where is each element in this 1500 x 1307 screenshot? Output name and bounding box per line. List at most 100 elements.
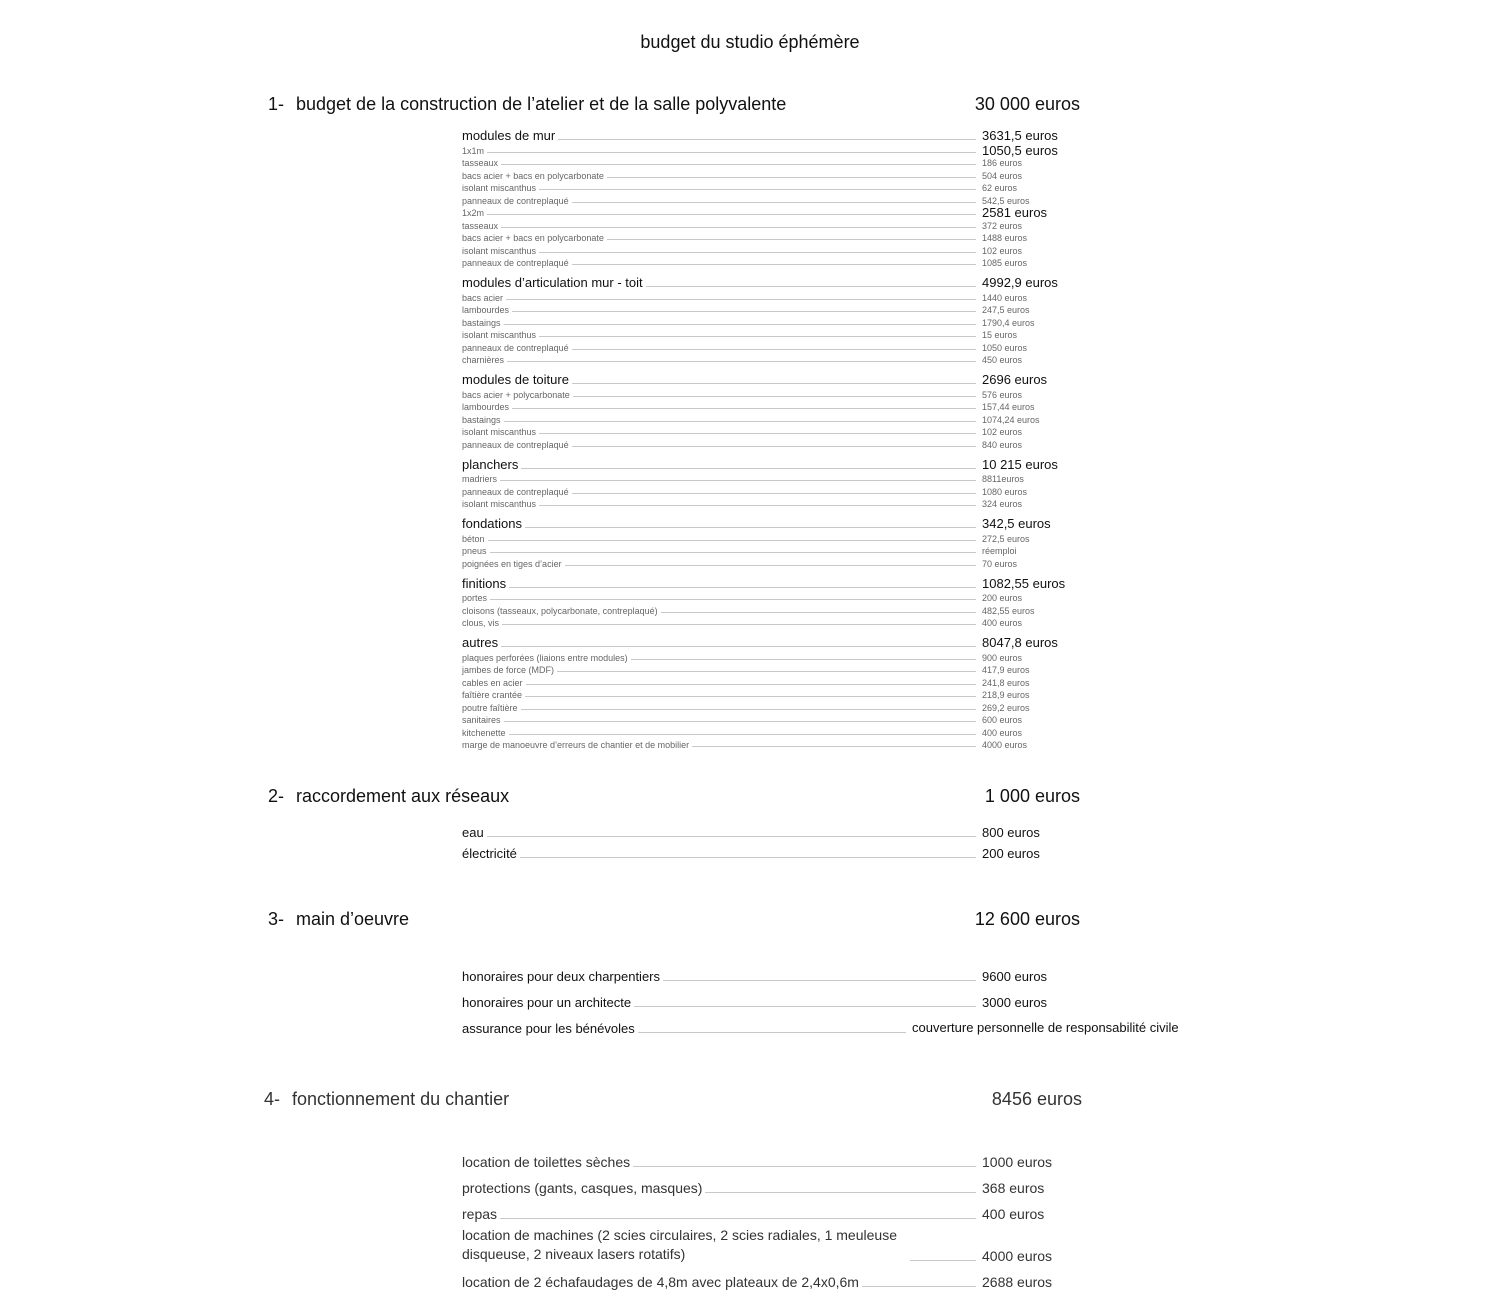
- item-label: eau: [462, 825, 484, 840]
- item-value: 1440 euros: [982, 292, 1028, 303]
- leader-line: [630, 658, 976, 660]
- budget-item-row: bacs acier 1440 euros: [462, 290, 1082, 303]
- leader-line: [571, 445, 976, 447]
- item-label: modules d’articulation mur - toit: [462, 275, 643, 290]
- item-label: lambourdes: [462, 402, 510, 412]
- item-value: 4000 euros: [982, 1248, 1053, 1264]
- leader-line: [539, 433, 976, 434]
- budget-item-row: marge de manoeuvre d’erreurs de chantier…: [462, 738, 1082, 750]
- leader-line: [539, 336, 976, 337]
- leader-line: [861, 1286, 976, 1287]
- item-label: panneaux de contreplaqué: [462, 258, 569, 268]
- item-value: 576 euros: [982, 389, 1023, 400]
- leader-line: [645, 286, 976, 287]
- leader-line: [571, 264, 976, 265]
- item-value: 900 euros: [982, 652, 1023, 663]
- item-label: cloisons (tasseaux, polycarbonate, contr…: [462, 605, 658, 616]
- section-amount: 12 600 euros: [974, 909, 1080, 929]
- item-value: 1050 euros: [982, 342, 1028, 353]
- item-label: finitions: [462, 575, 507, 591]
- item-value: 102 euros: [982, 245, 1023, 256]
- leader-line: [637, 1032, 906, 1033]
- leader-line: [571, 348, 976, 350]
- item-value: 218,9 euros: [982, 690, 1030, 700]
- item-label: panneaux de contreplaqué: [462, 195, 569, 206]
- leader-line: [571, 383, 976, 384]
- item-value: 368 euros: [982, 1180, 1045, 1196]
- budget-item-row: panneaux de contreplaqué 542,5 euros: [462, 193, 1082, 206]
- item-value: 840 euros: [982, 439, 1023, 450]
- leader-line: [508, 733, 976, 735]
- leader-line: [512, 311, 976, 312]
- section-number: 2-: [268, 786, 285, 806]
- item-label: fondations: [462, 516, 522, 531]
- item-label: isolant miscanthus: [462, 245, 537, 256]
- leader-line: [525, 696, 976, 697]
- item-value: 9600 euros: [982, 969, 1048, 984]
- item-value: 1790,4 euros: [982, 317, 1035, 328]
- leader-line: [487, 151, 976, 153]
- item-label: bacs acier: [462, 292, 504, 303]
- budget-item-row: isolant miscanthus 102 euros: [462, 243, 1082, 256]
- item-value: 157,44 euros: [982, 402, 1035, 412]
- document-title: budget du studio éphémère: [640, 32, 860, 52]
- leader-line: [512, 408, 976, 409]
- item-value: 1074,24 euros: [982, 414, 1040, 425]
- item-value: 70 euros: [982, 558, 1018, 569]
- item-value: 504 euros: [982, 170, 1023, 181]
- budget-group-row: modules d’articulation mur - toit 4992,9 …: [462, 275, 1082, 290]
- item-label: repas: [462, 1206, 498, 1222]
- item-value: 4992,9 euros: [982, 275, 1058, 290]
- leader-line: [606, 239, 976, 240]
- leader-line: [525, 527, 976, 528]
- leader-line: [490, 599, 976, 600]
- item-label: tasseaux: [462, 158, 499, 168]
- item-value: 272,5 euros: [982, 533, 1030, 544]
- leader-line: [606, 176, 976, 178]
- item-value: 200 euros: [982, 846, 1040, 861]
- leader-line: [539, 505, 976, 506]
- leader-line: [501, 646, 976, 647]
- leader-line: [634, 1006, 976, 1007]
- item-value: 600 euros: [982, 715, 1023, 725]
- leader-line: [486, 836, 976, 837]
- leader-line: [506, 298, 976, 300]
- item-value: 342,5 euros: [982, 516, 1051, 531]
- section-amount: 30 000 euros: [974, 94, 1080, 114]
- budget-group-row: fondations 342,5 euros: [462, 516, 1082, 531]
- budget-item-row: jambes de force (MDF)417,9 euros: [462, 663, 1082, 675]
- leader-line: [705, 1192, 976, 1193]
- item-label: isolant miscanthus: [462, 330, 537, 340]
- section-number: 1-: [268, 94, 285, 114]
- item-value: 542,5 euros: [982, 195, 1030, 206]
- section-amount: 1 000 euros: [984, 786, 1080, 806]
- item-label: madriers: [462, 474, 498, 484]
- section-number: 3-: [268, 909, 285, 929]
